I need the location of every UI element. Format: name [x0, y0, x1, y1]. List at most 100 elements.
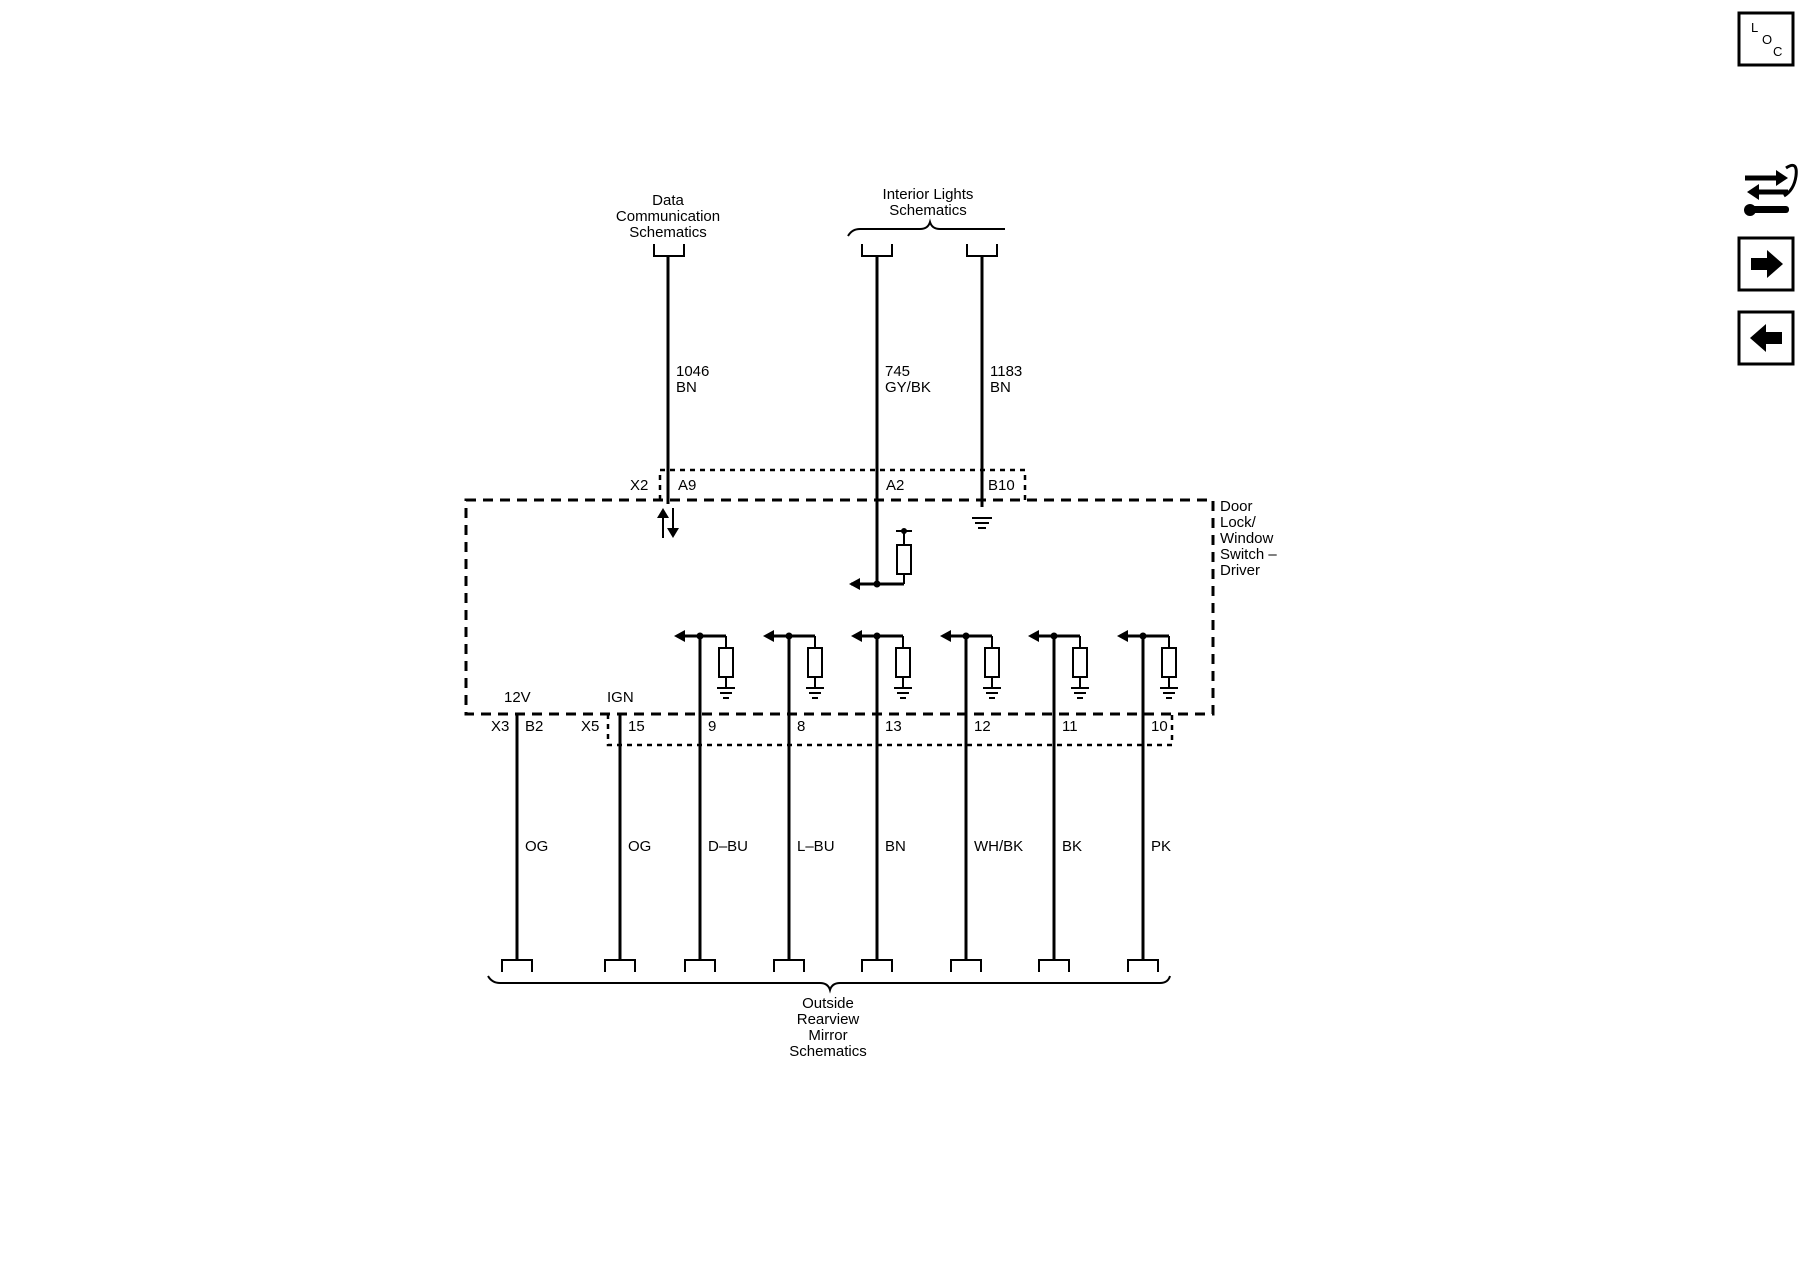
interior-lights-connector-745 [861, 244, 893, 257]
a2-resistor-icon [896, 544, 912, 575]
resistor-icon [984, 647, 1000, 678]
mirror-connector-symbol [684, 959, 716, 972]
pulldown-input-12 [940, 630, 1001, 699]
pin-label: 9 [708, 718, 716, 735]
pulldown-inputs [674, 630, 1178, 699]
interior-lights-brace [847, 218, 1005, 237]
loc-letter-l: L [1751, 20, 1758, 35]
outside-mirror-reference[interactable]: Outside Rearview Mirror Schematics [487, 975, 1171, 1060]
mirror-connector-symbol [604, 959, 636, 972]
interior-lights-label-line1: Interior Lights [883, 186, 974, 203]
wire-color-label: OG [525, 838, 548, 855]
door-lock-window-switch-outline [464, 498, 1215, 716]
x2-connector-outline [658, 468, 1027, 500]
resistor-icon [895, 647, 911, 678]
a2-pullup-input [849, 528, 912, 590]
bottom-wire-4: 8L–BU [773, 636, 835, 972]
component-name-line1: Door [1220, 498, 1253, 515]
resistor-icon [1072, 647, 1088, 678]
x2-label: X2 [630, 477, 648, 494]
resistor-icon [718, 647, 734, 678]
mirror-connector-symbol [861, 959, 893, 972]
pin-a9: A9 [678, 477, 696, 494]
wire-color-label: OG [628, 838, 651, 855]
pin-b10: B10 [988, 477, 1015, 494]
wire-745-circuit: 745 [885, 363, 910, 380]
resistor-icon [807, 647, 823, 678]
pin-label: 15 [628, 718, 645, 735]
pin-label: B2 [525, 718, 543, 735]
mirror-connector-symbol [950, 959, 982, 972]
supply-ign-label: IGN [607, 689, 634, 706]
wire-color-label: BN [885, 838, 906, 855]
interior-lights-reference[interactable]: Interior Lights Schematics [847, 186, 1005, 257]
loc-icon[interactable]: L O C [1737, 11, 1795, 67]
serial-data-arrows-icon [657, 508, 679, 538]
next-arrow-icon[interactable] [1737, 236, 1795, 292]
wire-color-label: PK [1151, 838, 1171, 855]
outside-mirror-brace [487, 975, 1171, 994]
x5-label: X5 [581, 718, 599, 735]
pin-label: 8 [797, 718, 805, 735]
pin-label: 11 [1062, 718, 1078, 735]
wire-color-label: WH/BK [974, 838, 1023, 855]
wire-color-label: L–BU [797, 838, 835, 855]
pulldown-input-8 [763, 630, 824, 699]
ground-icon [1071, 687, 1089, 699]
wire-color-label: BK [1062, 838, 1082, 855]
ground-icon [894, 687, 912, 699]
data-comm-label-line1: Data [652, 192, 684, 209]
mirror-connector-symbol [1038, 959, 1070, 972]
ground-icon [983, 687, 1001, 699]
pin-a2: A2 [886, 477, 904, 494]
pulldown-input-9 [674, 630, 735, 699]
data-comm-label-line2: Communication [616, 208, 720, 225]
ground-icon [1160, 687, 1178, 699]
wire-1183-color: BN [990, 379, 1011, 396]
pin-label: 12 [974, 718, 991, 735]
outside-mirror-label-line3: Mirror [808, 1027, 847, 1044]
pin-label: 13 [885, 718, 902, 735]
x5-connector-outline [606, 714, 1174, 747]
component-locator-icon[interactable] [1744, 163, 1798, 216]
pulldown-input-13 [851, 630, 912, 699]
mirror-connector-symbol [501, 959, 533, 972]
component-name-line5: Driver [1220, 562, 1260, 579]
outside-mirror-label-line4: Schematics [789, 1043, 867, 1060]
outside-mirror-label-line1: Outside [802, 995, 854, 1012]
mirror-connector-symbol [773, 959, 805, 972]
component-name: Door Lock/ Window Switch – Driver [1220, 498, 1277, 579]
ground-icon [717, 687, 735, 699]
pulldown-input-10 [1117, 630, 1178, 699]
wire-1046-color: BN [676, 379, 697, 396]
data-comm-label-line3: Schematics [629, 224, 707, 241]
wire-color-label: D–BU [708, 838, 748, 855]
interior-lights-connector-1183 [966, 244, 998, 257]
x3-label: X3 [491, 718, 509, 735]
pulldown-input-11 [1028, 630, 1089, 699]
interior-lights-label-line2: Schematics [889, 202, 967, 219]
wire-1046-circuit: 1046 [676, 363, 709, 380]
wire-745-color: GY/BK [885, 379, 931, 396]
b10-ground-icon [972, 517, 992, 529]
pin-label: 10 [1151, 718, 1168, 735]
ground-icon [806, 687, 824, 699]
previous-arrow-icon[interactable] [1737, 310, 1795, 366]
outside-mirror-label-line2: Rearview [797, 1011, 860, 1028]
data-comm-connector-symbol [653, 244, 685, 257]
bottom-wire-3: 9D–BU [684, 636, 748, 972]
loc-letter-c: C [1773, 44, 1782, 59]
mirror-connector-symbol [1127, 959, 1159, 972]
component-name-line4: Switch – [1220, 546, 1277, 563]
component-name-line3: Window [1220, 530, 1274, 547]
data-communication-reference[interactable]: Data Communication Schematics [616, 192, 720, 257]
component-name-line2: Lock/ [1220, 514, 1257, 531]
wire-1183-circuit: 1183 [990, 363, 1022, 380]
